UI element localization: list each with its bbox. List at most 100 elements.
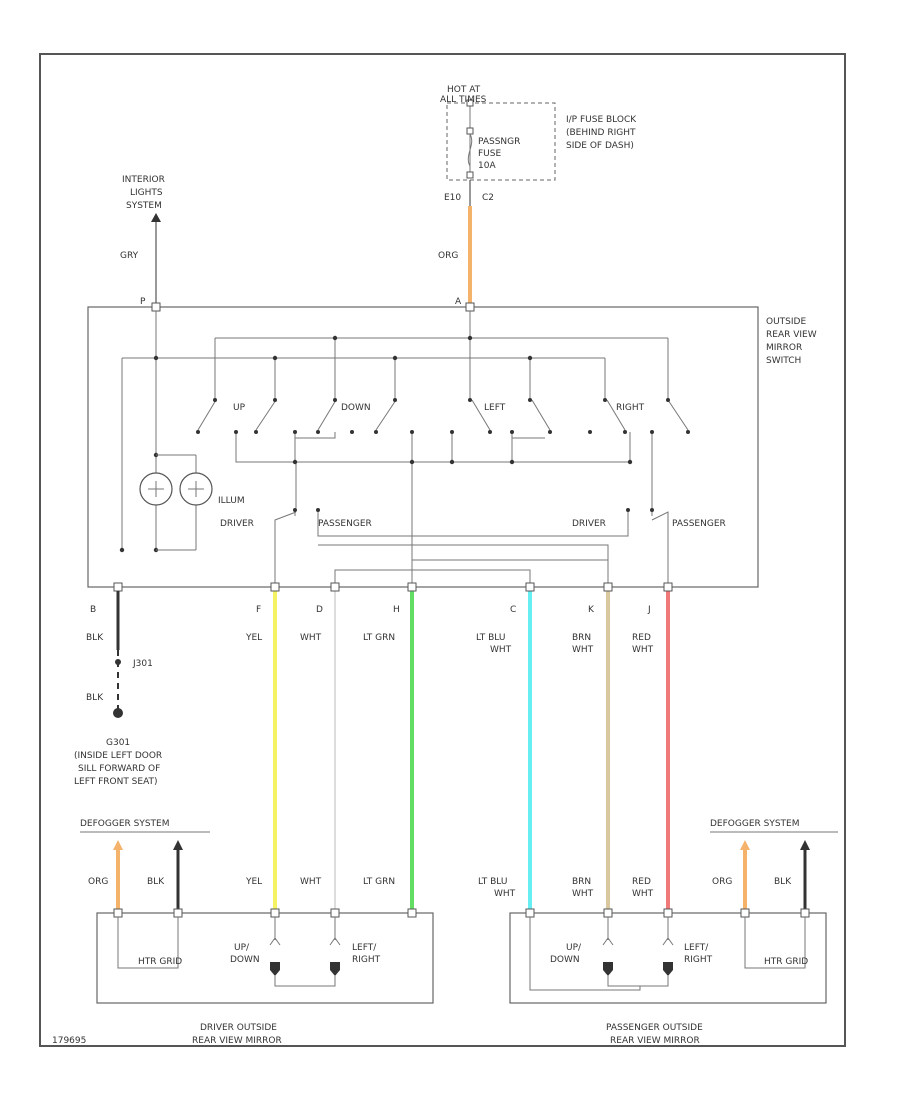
fuse-connector-b: C2	[482, 193, 494, 203]
label-lt-blu: LT BLU	[476, 633, 505, 643]
label-brn: BRN	[572, 633, 591, 643]
illumination-lamps: ILLUM	[139, 454, 245, 551]
driver-label-a: DRIVER	[220, 519, 254, 529]
pass-org-label: ORG	[712, 877, 732, 887]
gry-wire-label: GRY	[120, 251, 139, 261]
ground-wire-label: BLK	[86, 693, 104, 703]
label-yel: YEL	[245, 633, 262, 643]
pass-ltblu-label-2: WHT	[494, 889, 516, 899]
interior-label-3: SYSTEM	[126, 201, 162, 211]
ground-loc-3: LEFT FRONT SEAT)	[74, 777, 158, 787]
pass-defog-arrow-icon	[740, 840, 750, 850]
pass-blk-label: BLK	[774, 877, 792, 887]
pin-b: B	[90, 605, 96, 615]
harness-wires	[113, 582, 673, 912]
driver-motor-icon-2	[330, 962, 340, 976]
fuse-block-label: I/P FUSE BLOCK	[566, 115, 637, 125]
label-red-2: WHT	[632, 645, 654, 655]
label-blk: BLK	[86, 633, 104, 643]
driver-heater-label: HTR GRID	[138, 957, 182, 967]
driver-motor-icon	[270, 962, 280, 976]
driver-org-label: ORG	[88, 877, 108, 887]
switch-up-label: UP	[233, 403, 246, 413]
pass-left-label: LEFT/	[684, 943, 709, 953]
driver-mirror: DEFOGGER SYSTEM ORG BLK YEL WHT LT GRN H…	[80, 819, 434, 1046]
pass-mirror-title-2: REAR VIEW MIRROR	[610, 1036, 700, 1046]
switch-left-label: LEFT	[484, 403, 506, 413]
interior-arrow-icon	[151, 213, 161, 222]
driver-mirror-title-2: REAR VIEW MIRROR	[192, 1036, 282, 1046]
pass-right-label: RIGHT	[684, 955, 713, 965]
driver-defog-arrow-icon	[113, 840, 123, 850]
pin-h: H	[393, 605, 400, 615]
interior-label-2: LIGHTS	[130, 188, 163, 198]
pass-down-label: DOWN	[550, 955, 580, 965]
illum-label: ILLUM	[218, 496, 245, 506]
pin-j: J	[647, 605, 651, 615]
fuse-hot-times: ALL TIMES	[440, 95, 487, 105]
pass-red-label: RED	[632, 877, 651, 887]
label-red: RED	[632, 633, 651, 643]
ground-loc-2: SILL FORWARD OF	[78, 764, 160, 774]
ground-id: G301	[106, 738, 130, 748]
switch-title-4: SWITCH	[766, 356, 801, 366]
switch-wire-labels: BLK YEL WHT LT GRN LT BLU WHT BRN WHT RE…	[86, 633, 654, 655]
switch-down-label: DOWN	[341, 403, 371, 413]
pass-heater-label: HTR GRID	[764, 957, 808, 967]
label-brn-2: WHT	[572, 645, 594, 655]
fuse-block-loc-2: SIDE OF DASH)	[566, 141, 634, 151]
switch-title-3: MIRROR	[766, 343, 802, 353]
pin-k: K	[588, 605, 595, 615]
fuse-name-2: FUSE	[478, 149, 501, 159]
fuse-name: PASSNGR	[478, 137, 520, 147]
pass-defog-label: DEFOGGER SYSTEM	[710, 819, 800, 829]
driver-wht-label: WHT	[300, 877, 322, 887]
interior-label-1: INTERIOR	[122, 175, 165, 185]
pass-motor-icon-2	[663, 962, 673, 976]
interior-lights-system: INTERIOR LIGHTS SYSTEM	[122, 175, 165, 222]
fuse-block: HOT AT ALL TIMES PASSNGR FUSE 10A I/P FU…	[440, 85, 637, 203]
switch-title-1: OUTSIDE	[766, 317, 806, 327]
pin-d: D	[316, 605, 323, 615]
mirror-switch: OUTSIDE REAR VIEW MIRROR SWITCH	[87, 302, 817, 590]
driver-label-b: DRIVER	[572, 519, 606, 529]
pass-motor-icon	[603, 962, 613, 976]
driver-blk-label: BLK	[147, 877, 165, 887]
passenger-label-a: PASSENGER	[318, 519, 372, 529]
pass-up-label: UP/	[566, 943, 582, 953]
figure-id: 179695	[52, 1036, 86, 1046]
driver-defog-label: DEFOGGER SYSTEM	[80, 819, 170, 829]
pass-red-label-2: WHT	[632, 889, 654, 899]
pass-brn-label-2: WHT	[572, 889, 594, 899]
splice-label: J301	[132, 659, 153, 669]
fuse-rating: 10A	[478, 161, 496, 171]
pin-a-label: A	[455, 297, 462, 307]
driver-yel-label: YEL	[245, 877, 262, 887]
label-lt-grn: LT GRN	[363, 633, 395, 643]
pass-brn-label: BRN	[572, 877, 591, 887]
org-wire-label: ORG	[438, 251, 458, 261]
pass-mirror-title-1: PASSENGER OUTSIDE	[606, 1023, 703, 1033]
pass-ltblu-label: LT BLU	[478, 877, 507, 887]
switch-box	[87, 306, 759, 588]
passenger-label-b: PASSENGER	[672, 519, 726, 529]
label-lt-blu-2: WHT	[490, 645, 512, 655]
switch-right-label: RIGHT	[616, 403, 645, 413]
driver-down-label: DOWN	[230, 955, 260, 965]
driver-ltgrn-label: LT GRN	[363, 877, 395, 887]
ground-icon	[113, 708, 123, 718]
driver-defog-arrow-icon-2	[173, 840, 183, 850]
pin-c: C	[510, 605, 516, 615]
fuse-connector-a: E10	[444, 193, 461, 203]
switch-title-2: REAR VIEW	[766, 330, 817, 340]
driver-mirror-box	[96, 912, 434, 1004]
passenger-mirror: DEFOGGER SYSTEM ORG BLK LT BLU WHT BRN W…	[478, 819, 838, 1046]
fuse-hot-label: HOT AT	[447, 85, 481, 95]
driver-left-label: LEFT/	[352, 943, 377, 953]
driver-mirror-title-1: DRIVER OUTSIDE	[200, 1023, 277, 1033]
switch-pins: B F D H C K J	[90, 605, 651, 615]
label-wht: WHT	[300, 633, 322, 643]
driver-right-label: RIGHT	[352, 955, 381, 965]
diagram-border	[39, 53, 846, 1047]
